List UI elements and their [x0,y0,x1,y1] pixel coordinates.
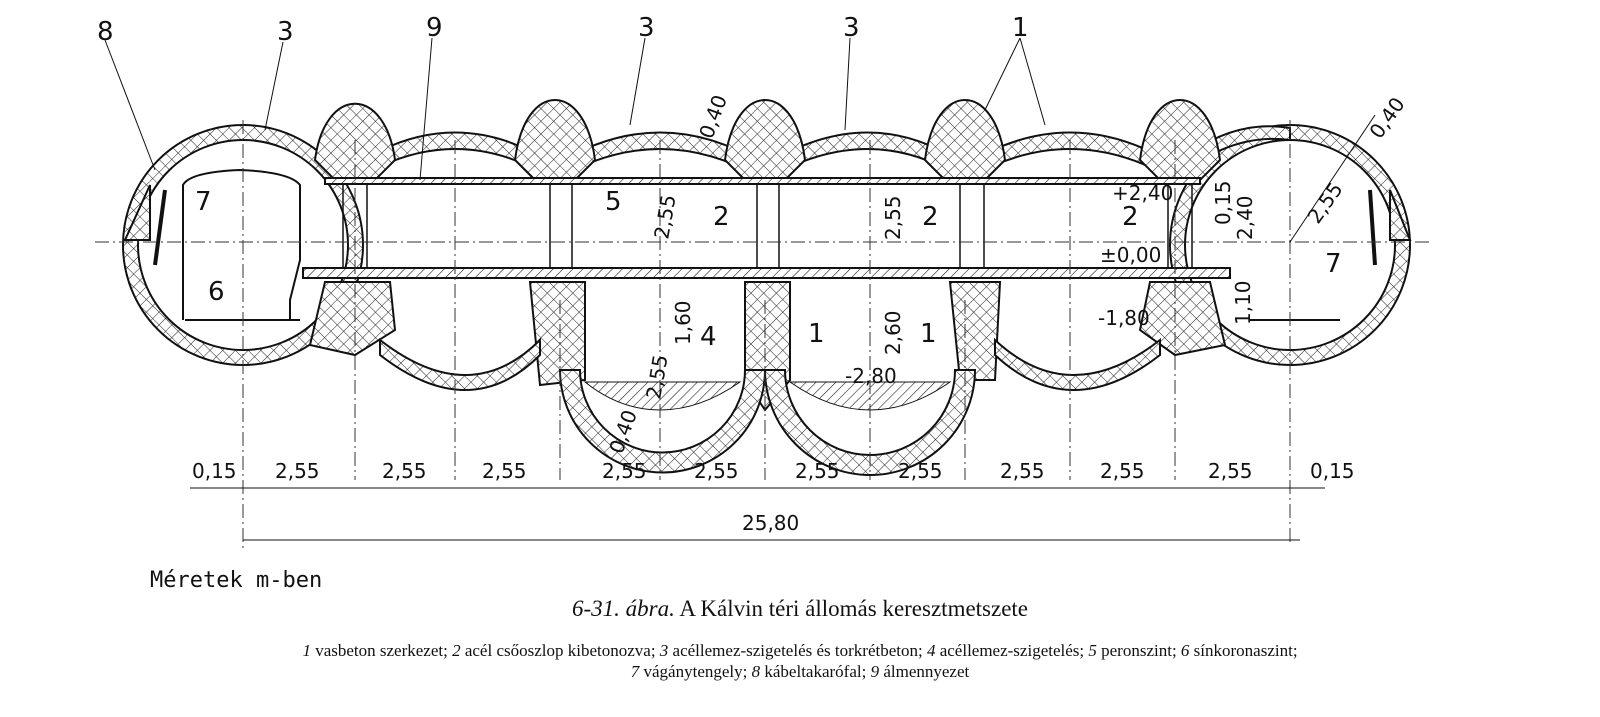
legend-item: 8 kábeltakarófal; [752,662,867,681]
svg-text:2,55: 2,55 [482,459,527,483]
figure-number: 6-31. ábra. [571,596,675,621]
svg-text:9: 9 [426,13,443,43]
legend-number: 4 [926,641,936,660]
total-width: 25,80 [742,511,799,535]
svg-text:2: 2 [713,202,730,232]
legend-number: 5 [1088,641,1097,660]
legend-text: kábeltakarófal; [764,662,867,681]
svg-text:6: 6 [208,277,225,307]
legend-text: vasbeton szerkezet; [315,641,448,660]
false-ceiling-slab [324,177,1201,185]
leader-lines [104,37,1376,243]
svg-text:2,55: 2,55 [382,459,427,483]
svg-text:2,55: 2,55 [1208,459,1253,483]
legend-item: 1 vasbeton szerkezet; [302,641,447,660]
legend-number: 1 [302,641,311,660]
svg-text:+2,40: +2,40 [1112,181,1173,205]
svg-text:3: 3 [638,13,655,43]
legend-item: 2 acél csőoszlop kibetonozva; [452,641,655,660]
legend-text: peronszint; [1101,641,1177,660]
svg-text:2,55: 2,55 [795,459,840,483]
bottom-dimensions: 0,15 2,55 2,55 2,55 2,55 2,55 2,55 2,55 … [192,459,1355,535]
svg-text:8: 8 [97,17,114,47]
svg-text:-1,80: -1,80 [1098,306,1150,330]
legend-number: 7 [630,662,640,681]
legend-text: vágánytengely; [643,662,748,681]
legend-item: 4 acéllemez-szigetelés; [927,641,1084,660]
figure-caption: 6-31. ábra. A Kálvin téri állomás keresz… [0,596,1600,622]
svg-text:2,55: 2,55 [1100,459,1145,483]
svg-text:0,40: 0,40 [694,92,732,142]
dimension-lines [190,487,1325,541]
legend-item: 3 acéllemez-szigetelés és torkrétbeton; [660,641,923,660]
center-lines [95,120,1430,550]
svg-text:2,55: 2,55 [881,195,905,240]
svg-text:0,15: 0,15 [192,459,237,483]
svg-text:3: 3 [843,13,860,43]
svg-text:±0,00: ±0,00 [1100,243,1161,267]
svg-text:2: 2 [1122,202,1139,232]
legend-text: acél csőoszlop kibetonozva; [464,641,656,660]
structure-shell [122,99,1412,476]
svg-text:2,55: 2,55 [898,459,943,483]
legend-number: 8 [751,662,761,681]
legend-number: 3 [659,641,669,660]
figure-title: A Kálvin téri állomás keresztmetszete [679,596,1029,621]
legend-item: 5 peronszint; [1088,641,1176,660]
svg-text:2,60: 2,60 [881,310,905,355]
steel-columns [342,184,1193,268]
svg-text:1,60: 1,60 [671,300,695,345]
units-note: Méretek m-ben [150,568,323,593]
legend-text: sínkoronaszint; [1193,641,1298,660]
svg-text:2,55: 2,55 [275,459,320,483]
callout-labels: 8 3 9 3 3 1 7 7 6 5 4 2 2 2 1 1 [97,13,1342,352]
cross-section-drawing: 8 3 9 3 3 1 7 7 6 5 4 2 2 2 1 1 +2,40 ±0… [95,13,1430,550]
svg-text:3: 3 [277,17,294,47]
svg-text:-2,80: -2,80 [845,364,897,388]
legend-item: 7 vágánytengely; [631,662,748,681]
svg-text:1: 1 [808,319,825,349]
svg-text:1: 1 [920,319,937,349]
svg-text:2,55: 2,55 [602,459,647,483]
svg-text:1,10: 1,10 [1231,280,1255,325]
svg-text:2: 2 [922,202,939,232]
platform-slab [302,267,1231,279]
legend-text: acéllemez-szigetelés és torkrétbeton; [672,641,923,660]
svg-text:2,55: 2,55 [1000,459,1045,483]
legend-item: 9 álmennyezet [871,662,970,681]
svg-text:7: 7 [195,187,212,217]
legend-item: 6 sínkoronaszint; [1181,641,1298,660]
svg-text:2,55: 2,55 [694,459,739,483]
svg-text:2,40: 2,40 [1233,195,1257,240]
svg-text:0,15: 0,15 [1310,459,1355,483]
level-marks: +2,40 ±0,00 -1,80 -2,80 [845,181,1173,388]
svg-text:7: 7 [1325,249,1342,279]
svg-text:4: 4 [700,322,717,352]
figure-legend: 1 vasbeton szerkezet; 2 acél csőoszlop k… [0,640,1600,682]
svg-text:5: 5 [605,187,622,217]
svg-text:2,55: 2,55 [649,193,680,241]
svg-text:2,55: 2,55 [1302,178,1347,228]
legend-number: 9 [870,662,880,681]
svg-text:0,15: 0,15 [1211,180,1235,225]
legend-number: 2 [452,641,461,660]
legend-number: 6 [1180,641,1190,660]
svg-text:1: 1 [1012,13,1029,43]
svg-text:0,40: 0,40 [1364,93,1409,143]
legend-text: acéllemez-szigetelés; [939,641,1085,660]
legend-text: álmennyezet [883,662,970,681]
